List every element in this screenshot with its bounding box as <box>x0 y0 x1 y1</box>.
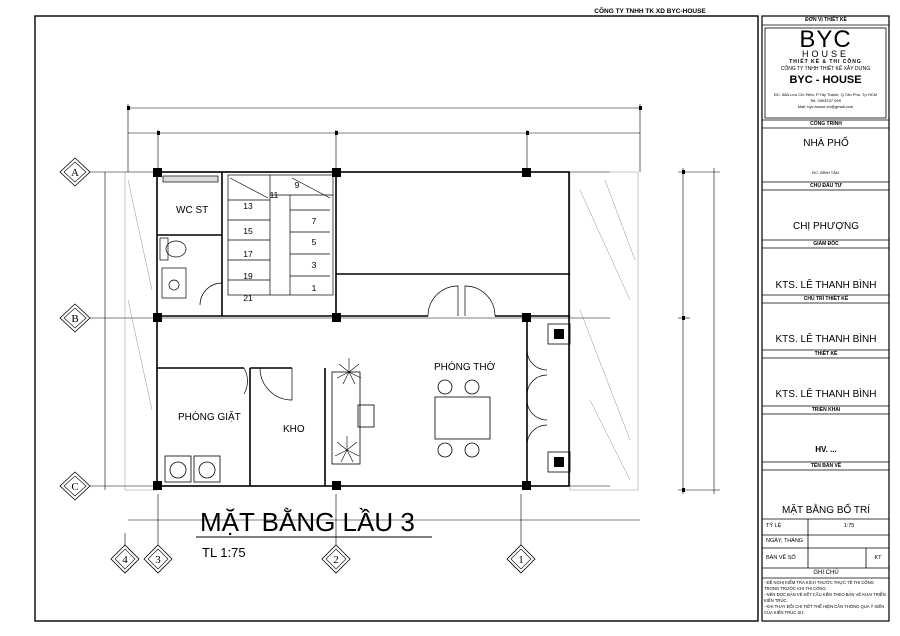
stair-step-9: 9 <box>295 180 300 190</box>
grid-label-c: C <box>71 481 78 493</box>
corner-pillars <box>547 323 571 473</box>
dimension-lines <box>104 104 720 545</box>
stair-numbers: 13 11 9 15 7 5 17 3 19 1 21 <box>243 180 316 303</box>
room-label-wc: WC ST <box>176 205 208 216</box>
stair-step-7: 7 <box>312 216 317 226</box>
grid-bubble-c: C <box>59 471 91 501</box>
stair-step-5: 5 <box>312 237 317 247</box>
sheet-border <box>34 15 759 622</box>
plan-scale: TL 1:75 <box>202 545 246 560</box>
grid-bubble-4: 4 <box>110 544 140 574</box>
title-block-border <box>761 15 890 622</box>
dimension-ticks <box>127 106 685 492</box>
grid-bubble-a: A <box>59 157 91 187</box>
grid-bubble-b: B <box>59 303 91 333</box>
grid-label-2: 2 <box>333 554 339 566</box>
stair-step-17: 17 <box>243 249 253 259</box>
wc-fixtures <box>159 175 223 306</box>
room-label-storage: KHO <box>283 424 305 435</box>
stair-step-13: 13 <box>243 201 253 211</box>
room-label-altar: PHÒNG THỜ <box>434 360 496 373</box>
staircase <box>227 174 334 296</box>
grid-label-a: A <box>71 167 79 179</box>
grid-label-1: 1 <box>518 554 524 566</box>
altar-furniture <box>331 371 491 465</box>
stair-step-3: 3 <box>312 260 317 270</box>
doors <box>243 285 548 446</box>
grid-label-4: 4 <box>122 554 128 566</box>
stair-step-15: 15 <box>243 226 253 236</box>
walls <box>156 171 570 487</box>
grid-bubble-3: 3 <box>143 544 173 574</box>
grid-label-b: B <box>71 313 78 325</box>
columns <box>153 168 531 490</box>
grid-bubble-1: 1 <box>506 544 536 574</box>
plan-title: MẶT BẰNG LẦU 3 <box>200 507 415 537</box>
stair-step-19: 19 <box>243 271 253 281</box>
washing-machines <box>164 455 221 483</box>
title-block-rules <box>762 24 889 579</box>
stair-step-1: 1 <box>312 283 317 293</box>
grid-bubbles: A B C 4 3 2 1 <box>59 157 536 574</box>
plants <box>334 358 362 463</box>
grid-axes <box>90 171 610 487</box>
company-header: CÔNG TY TNHH TK XD BYC-HOUSE <box>594 6 706 15</box>
room-label-laundry: PHÒNG GIẶT <box>178 410 241 423</box>
grid-bubble-2: 2 <box>321 544 351 574</box>
grid-label-3: 3 <box>155 554 161 566</box>
room-labels: WC ST PHÒNG GIẶT KHO PHÒNG THỜ <box>176 205 496 435</box>
stair-step-21: 21 <box>243 293 253 303</box>
stair-step-11: 11 <box>270 190 279 200</box>
